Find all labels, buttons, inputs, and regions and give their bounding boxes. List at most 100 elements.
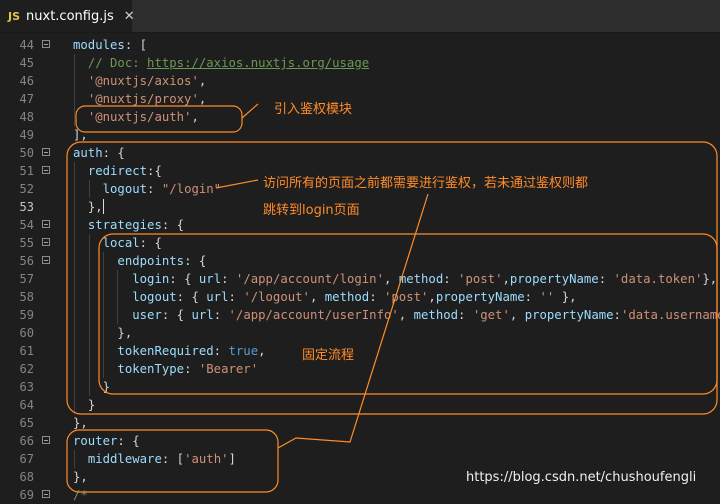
code-line[interactable]: 67 middleware: ['auth']: [0, 450, 720, 468]
code-line[interactable]: 64 }: [0, 396, 720, 414]
code-text: login: { url: '/app/account/login', meth…: [132, 272, 718, 286]
code-line[interactable]: 46 '@nuxtjs/axios',: [0, 72, 720, 90]
code-line[interactable]: 59 user: { url: '/app/account/userInfo',…: [0, 306, 720, 324]
tab-filename: nuxt.config.js: [26, 8, 114, 24]
line-number: 58: [19, 290, 34, 304]
code-text: '@nuxtjs/axios',: [87, 74, 207, 88]
line-number: 52: [19, 182, 34, 196]
line-number: 49: [19, 128, 34, 142]
line-number: 68: [19, 470, 34, 484]
code-line[interactable]: 50 auth: {: [0, 144, 720, 162]
code-text: user: { url: '/app/account/userInfo', me…: [132, 308, 720, 322]
code-text: }: [102, 380, 111, 394]
code-line[interactable]: 63 }: [0, 378, 720, 396]
code-text: router: {: [73, 434, 140, 448]
annotation-strategy: 固定流程: [302, 348, 355, 363]
annotation-redirect-line1: 访问所有的页面之前都需要进行鉴权，若未通过鉴权则都: [263, 176, 589, 191]
code-line[interactable]: 44 modules: [: [0, 36, 720, 54]
indent-guide: [103, 252, 104, 378]
line-number: 48: [19, 110, 34, 124]
fold-icon[interactable]: [42, 490, 50, 498]
line-number: 50: [19, 146, 34, 160]
js-file-icon: JS: [8, 9, 21, 23]
line-number: 53: [19, 200, 34, 214]
code-line[interactable]: 47 '@nuxtjs/proxy',: [0, 90, 720, 108]
line-number: 61: [19, 344, 34, 358]
fold-icon[interactable]: [42, 40, 50, 48]
code-line[interactable]: 54 strategies: {: [0, 216, 720, 234]
line-number: 65: [19, 416, 34, 430]
code-line[interactable]: 55 local: {: [0, 234, 720, 252]
code-text: endpoints: {: [117, 254, 207, 268]
code-text: },: [87, 199, 104, 214]
line-number: 47: [19, 92, 34, 106]
code-line[interactable]: 49],: [0, 126, 720, 144]
fold-icon[interactable]: [42, 220, 50, 228]
indent-guide: [74, 450, 75, 468]
line-number: 55: [19, 236, 34, 250]
code-text: tokenRequired: true,: [117, 344, 266, 358]
line-number: 51: [19, 164, 34, 178]
line-number: 60: [19, 326, 34, 340]
tab-nuxt-config[interactable]: JS nuxt.config.js ✕: [0, 0, 135, 32]
line-number: 63: [19, 380, 34, 394]
line-number: 67: [19, 452, 34, 466]
code-line[interactable]: 45 // Doc: https://axios.nuxtjs.org/usag…: [0, 54, 720, 72]
code-text: },: [73, 470, 88, 484]
line-number: 46: [19, 74, 34, 88]
indent-guide: [89, 180, 90, 198]
code-line[interactable]: 69 /*: [0, 486, 720, 504]
code-editor[interactable]: 44 modules: [ 45 // Doc: https://axios.nux…: [0, 36, 720, 502]
code-text: /*: [73, 488, 88, 502]
code-text: logout: "/login": [102, 182, 222, 196]
code-line[interactable]: 48 '@nuxtjs/auth',: [0, 108, 720, 126]
fold-icon[interactable]: [42, 238, 50, 246]
fold-icon[interactable]: [42, 436, 50, 444]
indent-guide: [117, 270, 118, 324]
code-text: strategies: {: [87, 218, 185, 232]
annotation-redirect-line2: 跳转到login页面: [263, 203, 360, 218]
code-text: '@nuxtjs/auth',: [87, 110, 199, 124]
line-number: 56: [19, 254, 34, 268]
code-text: // Doc: https://axios.nuxtjs.org/usage: [87, 56, 370, 70]
line-number: 66: [19, 434, 34, 448]
line-number: 64: [19, 398, 34, 412]
fold-icon[interactable]: [42, 148, 50, 156]
code-line[interactable]: 62 tokenType: 'Bearer': [0, 360, 720, 378]
code-text: redirect:{: [87, 164, 162, 178]
code-line[interactable]: 56 endpoints: {: [0, 252, 720, 270]
line-number: 57: [19, 272, 34, 286]
code-text: local: {: [102, 236, 162, 250]
code-line[interactable]: 60 },: [0, 324, 720, 342]
line-number: 54: [19, 218, 34, 232]
line-number: 62: [19, 362, 34, 376]
code-text: auth: {: [73, 146, 125, 160]
code-text: tokenType: 'Bearer': [117, 362, 259, 376]
indent-guide: [89, 234, 90, 396]
code-line[interactable]: 53 },: [0, 198, 720, 216]
code-line[interactable]: 58 logout: { url: '/logout', method: 'po…: [0, 288, 720, 306]
code-text: },: [73, 416, 88, 430]
code-line[interactable]: 66 router: {: [0, 432, 720, 450]
code-text: ],: [73, 128, 88, 142]
indent-guide: [74, 54, 75, 126]
indent-guide: [74, 162, 75, 414]
code-text: middleware: ['auth']: [87, 452, 236, 466]
code-text: }: [87, 398, 96, 412]
fold-icon[interactable]: [42, 166, 50, 174]
line-number: 59: [19, 308, 34, 322]
tab-bar: JS nuxt.config.js ✕: [0, 0, 720, 33]
line-number: 45: [19, 56, 34, 70]
annotation-modules: 引入鉴权模块: [274, 102, 353, 117]
watermark: https://blog.csdn.net/chushoufengli: [466, 470, 697, 485]
close-icon[interactable]: ✕: [123, 8, 135, 24]
code-text: modules: [: [73, 38, 148, 52]
code-line[interactable]: 65},: [0, 414, 720, 432]
code-text: '@nuxtjs/proxy',: [87, 92, 207, 106]
code-text: logout: { url: '/logout', method: 'post'…: [132, 290, 577, 304]
fold-icon[interactable]: [42, 256, 50, 264]
line-number: 44: [19, 38, 34, 52]
line-number: 69: [19, 488, 34, 502]
code-line[interactable]: 61 tokenRequired: true,: [0, 342, 720, 360]
code-line[interactable]: 57 login: { url: '/app/account/login', m…: [0, 270, 720, 288]
